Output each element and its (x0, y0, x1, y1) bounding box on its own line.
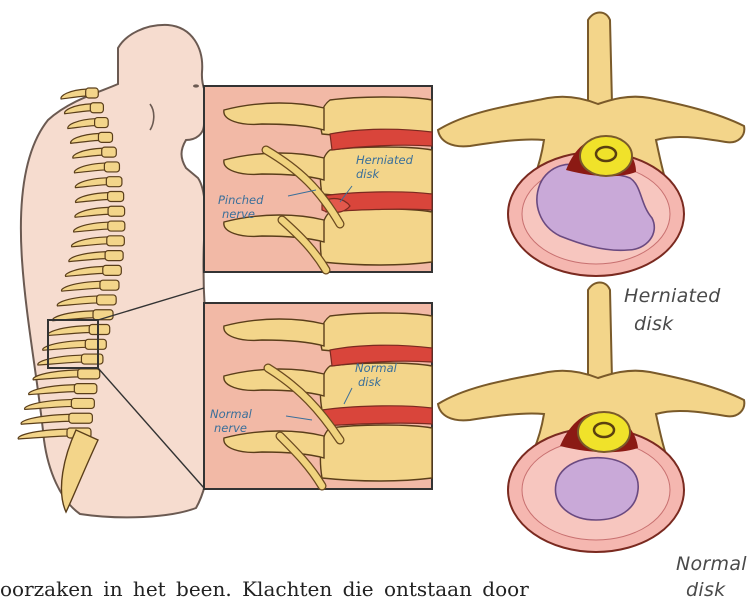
herniated-disk-label-2: disk (634, 313, 674, 335)
vertebra-body (95, 118, 109, 128)
vertebra-body (69, 413, 92, 423)
vertebra-body (85, 339, 106, 349)
pinched-nerve-label-2: nerve (222, 207, 255, 221)
vertebra-body (81, 354, 103, 364)
herniated-disk-inset-label-1: Herniated (356, 153, 414, 167)
vertebra-body (90, 103, 103, 113)
normal-nerve-label-2: nerve (214, 421, 247, 435)
caption-text: oorzaken in het been. Klachten die ontst… (0, 576, 560, 603)
vertebra-body (107, 236, 125, 246)
vertebra-body (106, 177, 122, 187)
herniated-disk-inset-label-2: disk (356, 167, 380, 181)
vertebra-body (108, 221, 125, 231)
vertebra-body (103, 265, 122, 275)
herniated-vertebra-top-view (438, 13, 744, 277)
normal-disk-inset-label-2: disk (358, 375, 382, 389)
vertebra-body (97, 295, 117, 305)
vertebra-body (78, 369, 100, 379)
herniated-disk-label-1: Herniated (624, 285, 721, 307)
vertebra-body (98, 132, 112, 142)
herniated-inset-panel: Herniated disk Pinched nerve (204, 86, 432, 272)
normal-nerve-label-1: Normal (210, 407, 253, 421)
vertebra-body (104, 162, 119, 172)
vertebra-body (105, 251, 123, 261)
vertebra-body (89, 325, 110, 335)
normal-disk-label-2: disk (686, 579, 726, 601)
vertebra-body (74, 384, 97, 394)
normal-disk-label-1: Normal (676, 553, 747, 575)
vertebra-body (108, 206, 125, 216)
vertebra-body (100, 280, 119, 290)
vertebra-body (86, 88, 99, 98)
normal-disk-inset-label-1: Normal (355, 361, 398, 375)
vertebra-body (71, 398, 94, 408)
vertebra-body (102, 147, 117, 157)
normal-inset-panel: Normal disk Normal nerve (204, 303, 432, 489)
pinched-nerve-label-1: Pinched (218, 193, 264, 207)
vertebra-body (108, 191, 124, 201)
normal-vertebra-top-view (438, 283, 744, 553)
